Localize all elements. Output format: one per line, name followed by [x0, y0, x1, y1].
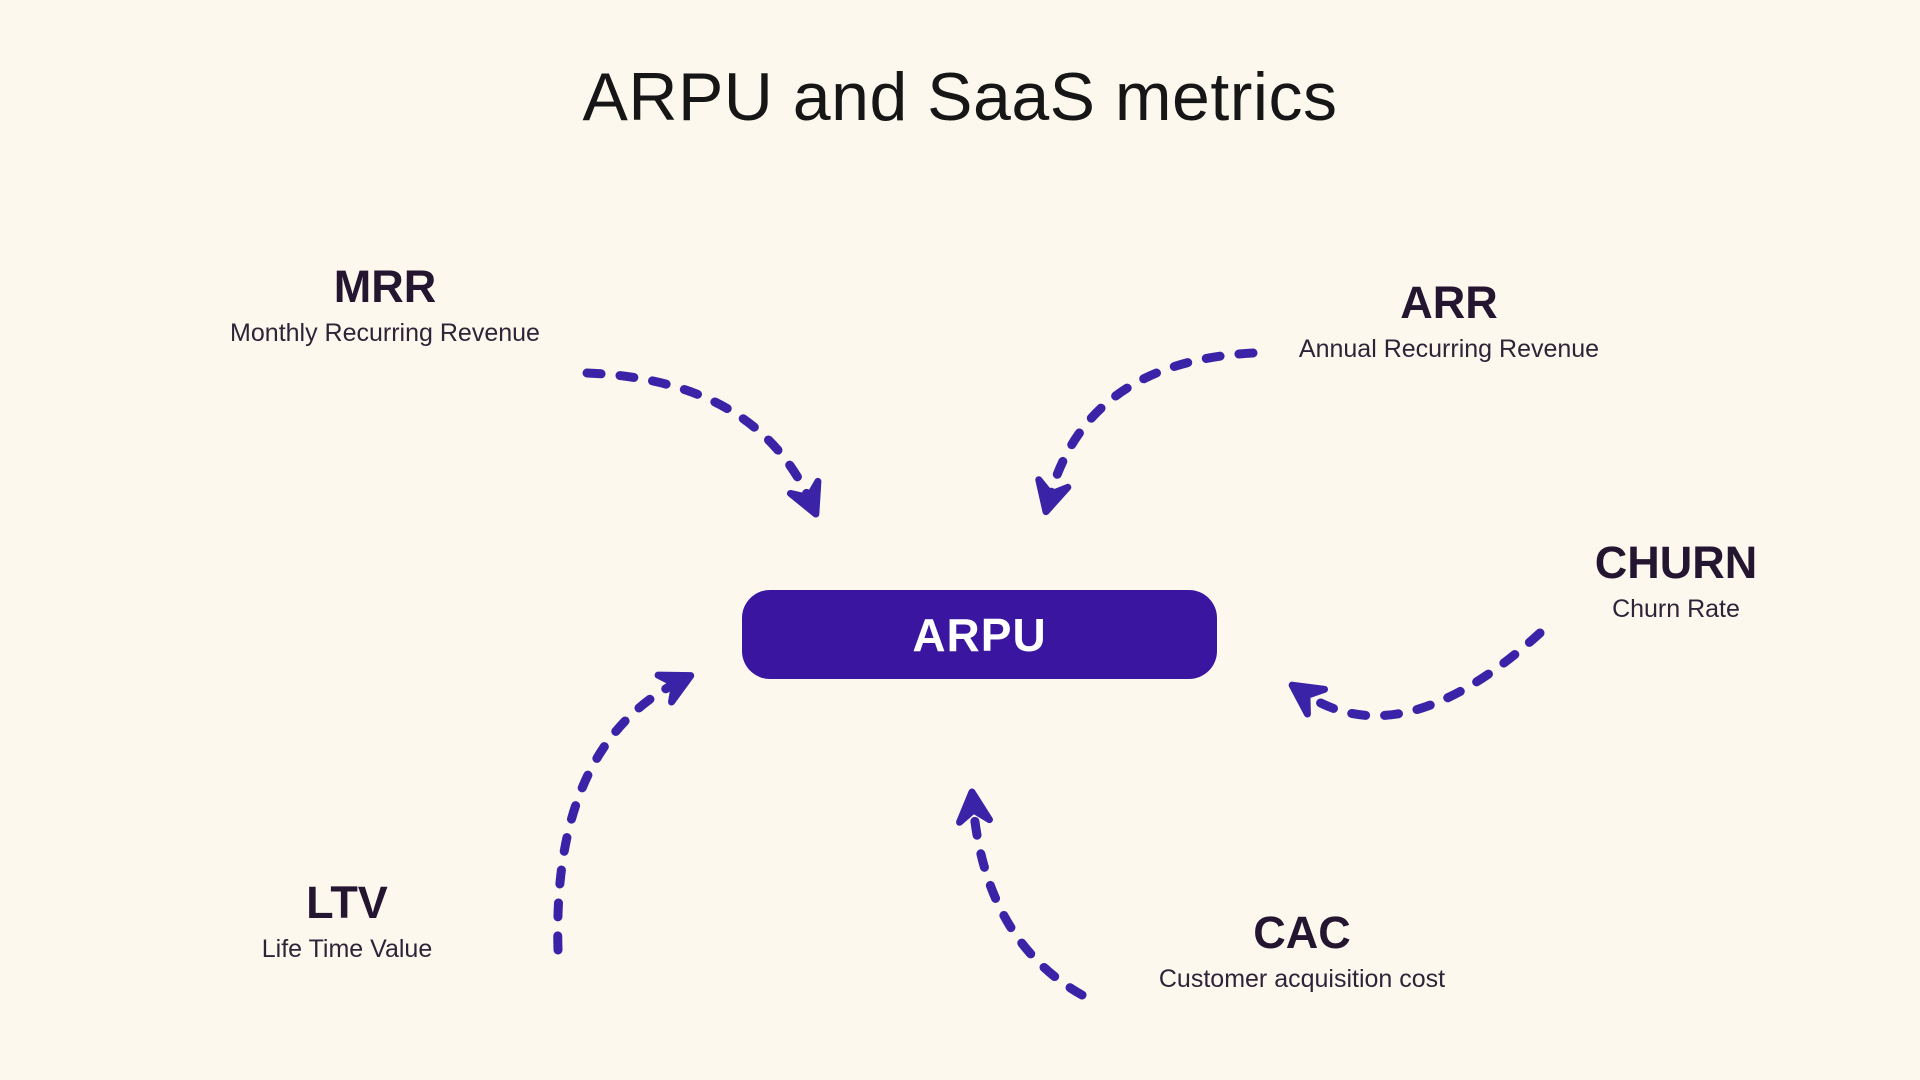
metric-arr: ARR Annual Recurring Revenue — [1299, 278, 1599, 364]
arpu-center-pill: ARPU — [742, 590, 1217, 679]
page-title: ARPU and SaaS metrics — [582, 59, 1338, 135]
metric-churn-full: Churn Rate — [1612, 594, 1740, 623]
metric-churn: CHURN Churn Rate — [1595, 538, 1758, 624]
metric-ltv-full: Life Time Value — [261, 934, 433, 963]
metric-arr-abbr: ARR — [1400, 277, 1498, 328]
arrow-cac-to-arpu — [956, 788, 1087, 1000]
metric-churn-abbr: CHURN — [1594, 537, 1758, 588]
metric-mrr-full: Monthly Recurring Revenue — [230, 318, 540, 347]
arrow-churn-to-arpu — [1288, 628, 1545, 721]
arpu-center-label: ARPU — [912, 608, 1047, 661]
metric-mrr-abbr: MRR — [333, 261, 437, 312]
metric-cac: CAC Customer acquisition cost — [1159, 908, 1445, 994]
arrow-ltv-to-arpu — [553, 671, 695, 955]
arrow-arr-to-arpu — [1035, 348, 1258, 516]
metric-arr-full: Annual Recurring Revenue — [1298, 334, 1600, 363]
metric-ltv-abbr: LTV — [306, 877, 388, 928]
arrow-mrr-to-arpu — [582, 368, 822, 518]
metric-cac-full: Customer acquisition cost — [1158, 964, 1446, 993]
metric-cac-abbr: CAC — [1253, 907, 1351, 958]
metric-mrr: MRR Monthly Recurring Revenue — [230, 262, 540, 348]
metric-ltv: LTV Life Time Value — [262, 878, 432, 964]
